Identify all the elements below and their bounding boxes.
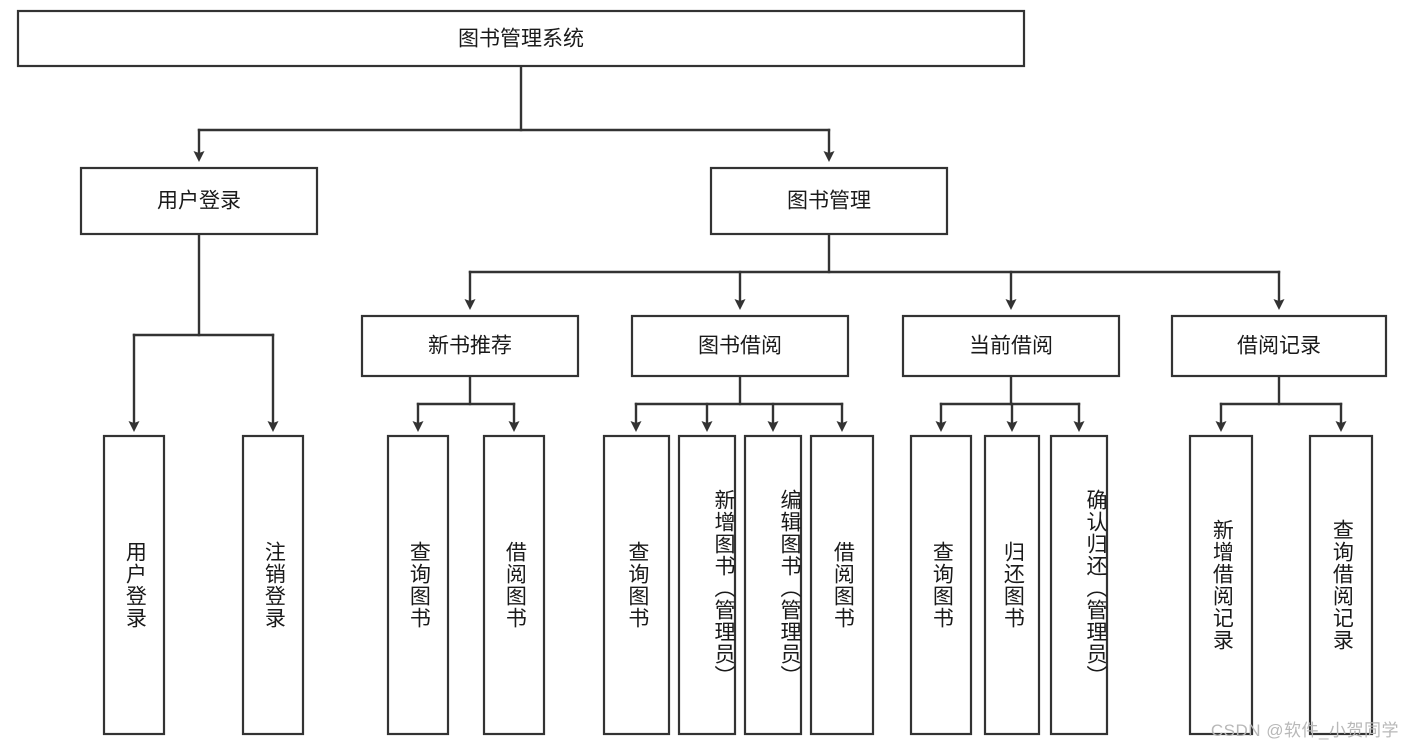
node-leaf-return-book-box[interactable] (983, 434, 1041, 736)
node-borrow-record-box[interactable] (1170, 314, 1388, 378)
connector-group-book-borrow (630, 374, 848, 432)
node-book-manage[interactable]: 图书管理 (709, 166, 949, 236)
node-leaf-query-book-1-box[interactable] (386, 434, 450, 736)
node-leaf-query-book-3-box[interactable] (909, 434, 973, 736)
node-borrow-record[interactable]: 借阅记录 (1170, 314, 1388, 378)
node-new-book-rec-box[interactable] (360, 314, 580, 378)
leaf-box-group (102, 434, 1374, 736)
node-borrow-record-label: 借阅记录 (1237, 335, 1321, 358)
node-current-borrow-label: 当前借阅 (969, 335, 1053, 358)
node-new-book-rec-label: 新书推荐 (428, 335, 512, 358)
connector-group-new-book-rec (412, 374, 520, 432)
node-root-system[interactable]: 图书管理系统 (16, 9, 1026, 68)
node-current-borrow-box[interactable] (901, 314, 1121, 378)
node-leaf-add-record-box[interactable] (1188, 434, 1254, 736)
node-book-manage-box[interactable] (709, 166, 949, 236)
node-root-system-label: 图书管理系统 (458, 28, 584, 51)
node-book-manage-label: 图书管理 (787, 190, 871, 213)
node-current-borrow[interactable]: 当前借阅 (901, 314, 1121, 378)
node-new-book-rec[interactable]: 新书推荐 (360, 314, 580, 378)
node-book-borrow-box[interactable] (630, 314, 850, 378)
node-leaf-confirm-return-box[interactable] (1049, 434, 1109, 736)
node-root-system-box[interactable] (16, 9, 1026, 68)
node-book-borrow-label: 图书借阅 (698, 335, 782, 358)
connector-group-current-borrow (935, 374, 1085, 432)
node-leaf-add-book-box[interactable] (677, 434, 737, 736)
node-leaf-borrow-book-2-box[interactable] (809, 434, 875, 736)
connector-group-user-login (128, 232, 279, 432)
node-user-login-label: 用户登录 (157, 190, 241, 213)
node-leaf-user-login-box[interactable] (102, 434, 166, 736)
node-book-borrow[interactable]: 图书借阅 (630, 314, 850, 378)
node-leaf-query-record-box[interactable] (1308, 434, 1374, 736)
node-leaf-edit-book-box[interactable] (743, 434, 803, 736)
connector-group-book-manage (464, 232, 1285, 310)
node-leaf-user-logout-box[interactable] (241, 434, 305, 736)
connector-group-borrow-record (1215, 374, 1347, 432)
csdn-watermark: CSDN @软件_小贺同学 (1210, 721, 1399, 740)
node-leaf-query-book-2-box[interactable] (602, 434, 671, 736)
node-user-login[interactable]: 用户登录 (79, 166, 319, 236)
node-user-login-box[interactable] (79, 166, 319, 236)
node-leaf-borrow-book-1-box[interactable] (482, 434, 546, 736)
connector-group-root (193, 64, 835, 162)
